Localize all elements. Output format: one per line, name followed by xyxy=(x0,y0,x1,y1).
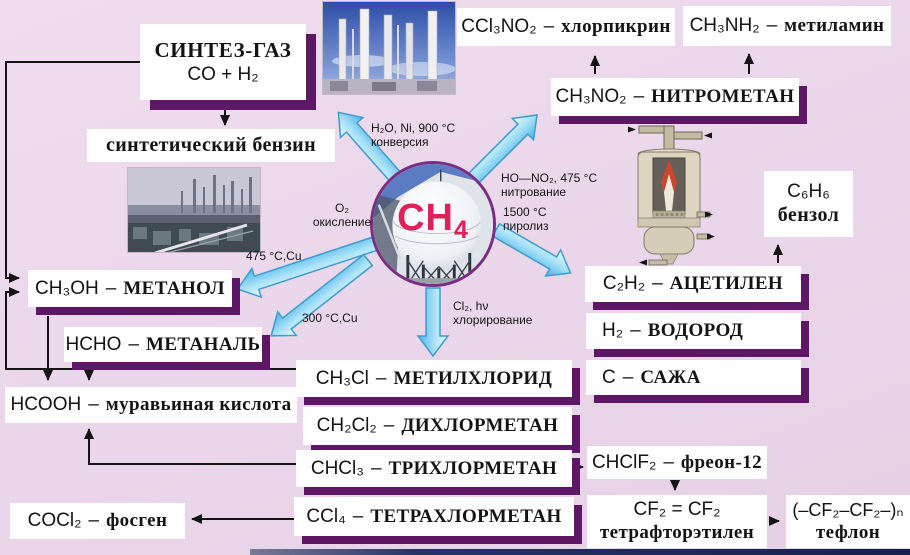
dash: – xyxy=(383,415,395,436)
box-benzene: C₆H₆ бензол xyxy=(764,171,853,237)
syngas-formula: CO + H₂ xyxy=(187,64,259,85)
box-nitromethane: CH₃NO₂–НИТРОМЕТАН xyxy=(551,78,799,116)
formula-text: CHCl₃ xyxy=(310,457,364,479)
name-text: АЦЕТИЛЕН xyxy=(669,273,784,294)
name-text: бензол xyxy=(777,204,840,226)
formula-text: C₂H₂ xyxy=(602,273,646,294)
dash: – xyxy=(766,15,778,36)
name-text: ДИХЛОРМЕТАН xyxy=(401,415,559,436)
name-text: фосген xyxy=(106,510,168,531)
formula-text: CH₃NO₂ xyxy=(555,86,627,107)
box-phosgene: COCl₂–фосген xyxy=(10,503,185,539)
dash: – xyxy=(370,457,382,479)
name-text: МЕТАНАЛЬ xyxy=(146,333,261,355)
label-pyrolysis: 1500 °C пиролиз xyxy=(503,205,549,233)
dash: – xyxy=(105,277,117,299)
formula-text: CH₃OH xyxy=(35,277,99,299)
gas-sphere-photo: CH4 xyxy=(370,161,496,287)
arrow-syngas-to-methanol xyxy=(5,61,140,283)
blue-arrow-nitration xyxy=(465,114,538,187)
box-freon: CHClF₂–фреон-12 xyxy=(587,446,767,479)
label-conversion: H₂O, Ni, 900 °C конверсия xyxy=(371,121,456,149)
formula-text: HCHO xyxy=(65,333,122,355)
box-methyl-chloride: CH₃Cl–МЕТИЛХЛОРИД xyxy=(296,360,572,397)
formula-text: C xyxy=(602,366,616,388)
arrow-trichloromethane-to-formic xyxy=(84,428,296,465)
box-trichloromethane: CHCl₃–ТРИХЛОРМЕТАН xyxy=(296,450,572,487)
label-cond-300: 300 °C,Cu xyxy=(302,311,358,325)
name-text: НИТРОМЕТАН xyxy=(651,86,795,107)
formula-text: HCOOH xyxy=(10,394,82,415)
blue-arrow-conversion xyxy=(337,111,405,186)
formula-text: H₂ xyxy=(602,320,624,341)
formula-text: (–CF₂–CF₂–)ₙ xyxy=(792,499,904,520)
label-chlorination: Cl₂, hν хлорирование xyxy=(453,299,533,327)
dash: – xyxy=(128,333,140,355)
box-tetrafluoroethylene: CF₂ = CF₂ тетрафторэтилен xyxy=(587,495,767,548)
label-cond-475: 475 °C,Cu xyxy=(246,249,302,263)
dash: – xyxy=(352,505,364,527)
dash: – xyxy=(88,394,99,415)
box-tetrachloromethane: CCl₄–ТЕТРАХЛОРМЕТАН xyxy=(294,497,574,536)
label-nitration: HO—NO₂, 475 °C нитрование xyxy=(501,171,598,199)
box-soot: C–САЖА xyxy=(586,360,801,395)
box-formic-acid: HCOOH–муравьиная кислота xyxy=(5,387,297,423)
dash: – xyxy=(622,366,634,388)
label-oxidation: O₂ окисление xyxy=(312,201,372,229)
formula-text: C₆H₆ xyxy=(787,181,830,202)
dash: – xyxy=(543,16,555,37)
box-acetylene: C₂H₂–АЦЕТИЛЕН xyxy=(585,266,801,302)
name-text: САЖА xyxy=(640,366,701,388)
dash: – xyxy=(652,273,663,294)
formula-text: CH₃Cl xyxy=(315,367,369,389)
chemical-plant-photo xyxy=(322,1,456,95)
name-text: тетрафторэтилен xyxy=(599,522,755,543)
page-edge-strip xyxy=(250,549,910,555)
formula-text: CCl₃NO₂ xyxy=(461,16,537,37)
name-text: ТЕТРАХЛОРМЕТАН xyxy=(370,505,562,527)
black-connectors xyxy=(5,53,783,526)
formula-text: CCl₄ xyxy=(306,505,346,527)
dash: – xyxy=(633,86,645,107)
dash: – xyxy=(663,451,674,473)
blue-arrow-oxidation-300 xyxy=(270,253,374,337)
refinery-panorama-photo xyxy=(127,167,261,253)
formula-text: CF₂ = CF₂ xyxy=(633,499,721,520)
dash: – xyxy=(88,510,100,531)
name-text: ТРИХЛОРМЕТАН xyxy=(388,457,558,479)
box-synthetic-petrol: синтетический бензин xyxy=(87,129,335,162)
name-text: МЕТАНОЛ xyxy=(123,277,225,299)
box-dichloromethane: CH₂Cl₂–ДИХЛОРМЕТАН xyxy=(303,407,572,445)
ch4-formula: CH4 xyxy=(397,197,469,245)
name-text: хлорпикрин xyxy=(561,16,671,37)
name-text: муравьиная кислота xyxy=(105,394,292,415)
syngas-title: СИНТЕЗ-ГАЗ xyxy=(154,38,292,62)
blue-arrow-oxidation-475 xyxy=(236,234,384,299)
box-methanol: CH₃OH–МЕТАНОЛ xyxy=(28,270,232,307)
name-text: тефлон xyxy=(815,521,881,543)
formula-text: COCl₂ xyxy=(27,510,82,531)
box-teflon: (–CF₂–CF₂–)ₙ тефлон xyxy=(786,495,910,548)
formula-text: CHClF₂ xyxy=(591,451,657,473)
dash: – xyxy=(630,320,641,341)
blue-arrow-chlorination xyxy=(416,287,450,358)
box-chlorpicrin: CCl₃NO₂–хлорпикрин xyxy=(457,8,675,46)
box-hydrogen: H₂–ВОДОРОД xyxy=(586,313,801,349)
box-methanal: HCHO–МЕТАНАЛЬ xyxy=(64,327,262,362)
reactor-apparatus-illustration xyxy=(623,118,715,268)
arrow-methylchloride-to-methanol xyxy=(5,287,296,370)
box-syngas: СИНТЕЗ-ГАЗ CO + H₂ xyxy=(140,24,306,100)
formula-text: CH₃NH₂ xyxy=(689,15,760,36)
name-text: фреон-12 xyxy=(680,451,763,473)
name-text: ВОДОРОД xyxy=(647,320,744,341)
name-text: метиламин xyxy=(784,15,885,36)
dash: – xyxy=(375,367,387,389)
name-text: синтетический бензин xyxy=(105,134,317,156)
blue-arrow-pyrolysis xyxy=(491,222,572,277)
formula-text: CH₂Cl₂ xyxy=(316,415,377,436)
box-methylamine: CH₃NH₂–метиламин xyxy=(683,6,891,46)
name-text: МЕТИЛХЛОРИД xyxy=(393,367,553,389)
